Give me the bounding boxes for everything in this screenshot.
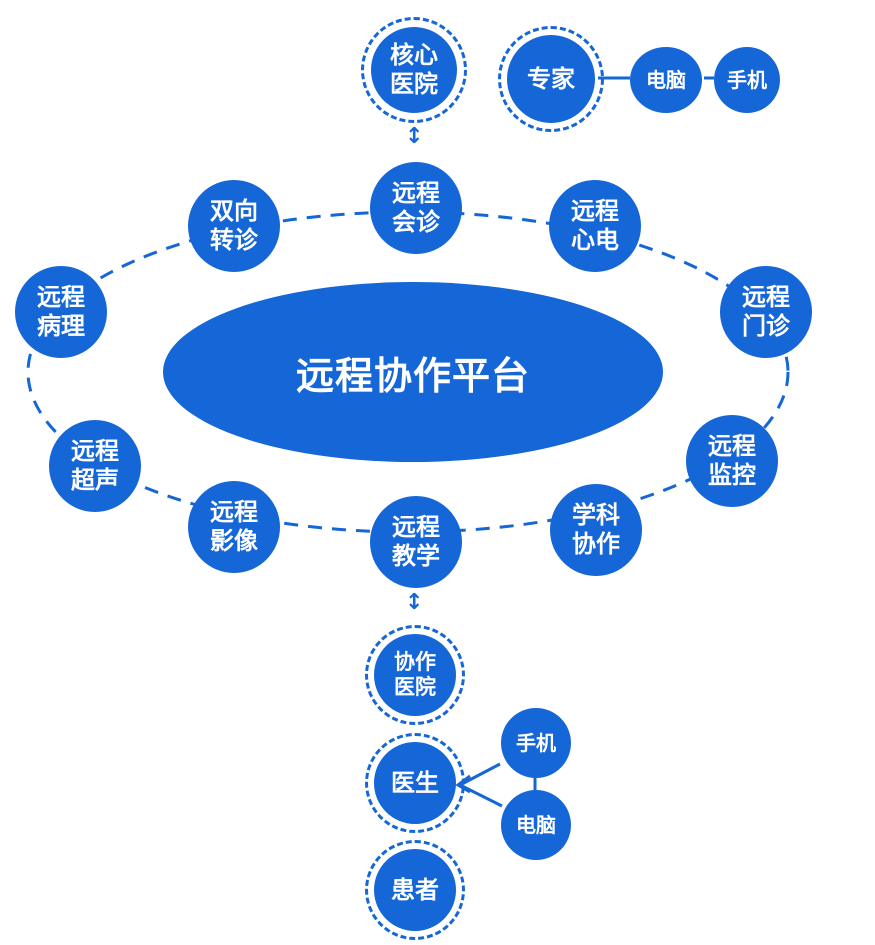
node-two-way-referral: 双向 转诊 <box>188 180 280 272</box>
node-remote-imaging: 远程 影像 <box>188 481 280 573</box>
patient-label: 患者 <box>391 875 439 904</box>
doctor-phone-label: 手机 <box>516 731 556 755</box>
expert-phone-label: 手机 <box>727 68 767 92</box>
phone-doctor-link <box>459 762 501 787</box>
doctor-pc-node: 电脑 <box>501 790 571 860</box>
node-remote-consult: 远程 会诊 <box>370 162 462 254</box>
core-hospital-node: 核心 医院 <box>371 27 457 113</box>
node-discipline-collab-label: 学科 协作 <box>572 501 620 558</box>
platform-hub-label: 远程协作平台 <box>295 353 530 398</box>
core-hospital-ring <box>361 17 467 123</box>
node-remote-pathology: 远程 病理 <box>15 266 107 358</box>
doctor-phone-node: 手机 <box>501 708 571 778</box>
expert-node: 专家 <box>507 35 595 123</box>
node-remote-consult-label: 远程 会诊 <box>392 179 440 236</box>
doctor-ring <box>365 733 465 833</box>
core-hospital-label: 核心 医院 <box>390 41 438 98</box>
expert-pc-node: 电脑 <box>630 47 702 113</box>
partner-hospital-ring <box>365 625 465 725</box>
node-remote-ecg: 远程 心电 <box>549 180 641 272</box>
expert-label: 专家 <box>527 64 575 93</box>
doctor-node: 医生 <box>374 742 456 824</box>
node-two-way-referral-label: 双向 转诊 <box>210 197 258 254</box>
expert-pc-label: 电脑 <box>646 68 686 92</box>
doctor-pc-label: 电脑 <box>516 813 556 837</box>
expert-phone-node: 手机 <box>714 47 780 113</box>
node-remote-ultrasound: 远程 超声 <box>49 420 141 512</box>
doctor-label: 医生 <box>391 768 439 797</box>
node-discipline-collab: 学科 协作 <box>550 484 642 576</box>
node-remote-monitor-label: 远程 监控 <box>708 432 756 489</box>
node-remote-clinic: 远程 门诊 <box>720 266 812 358</box>
teaching-partner-arrow: ↕ <box>405 590 424 615</box>
platform-hub: 远程协作平台 <box>163 282 663 462</box>
partner-hospital-label: 协作 医院 <box>394 649 436 699</box>
node-remote-ultrasound-label: 远程 超声 <box>71 437 119 494</box>
patient-ring <box>365 840 465 940</box>
core-consult-arrow: ↕ <box>405 124 424 149</box>
partner-hospital-node: 协作 医院 <box>374 634 456 716</box>
node-remote-clinic-label: 远程 门诊 <box>742 283 790 340</box>
node-remote-ecg-label: 远程 心电 <box>571 197 619 254</box>
node-remote-monitor: 远程 监控 <box>686 415 778 507</box>
node-remote-pathology-label: 远程 病理 <box>37 283 85 340</box>
expert-ring <box>498 26 604 132</box>
patient-node: 患者 <box>374 849 456 931</box>
node-remote-teaching-label: 远程 教学 <box>392 513 440 570</box>
pc-doctor-link <box>459 783 503 808</box>
node-remote-teaching: 远程 教学 <box>370 496 462 588</box>
node-remote-imaging-label: 远程 影像 <box>210 498 258 555</box>
